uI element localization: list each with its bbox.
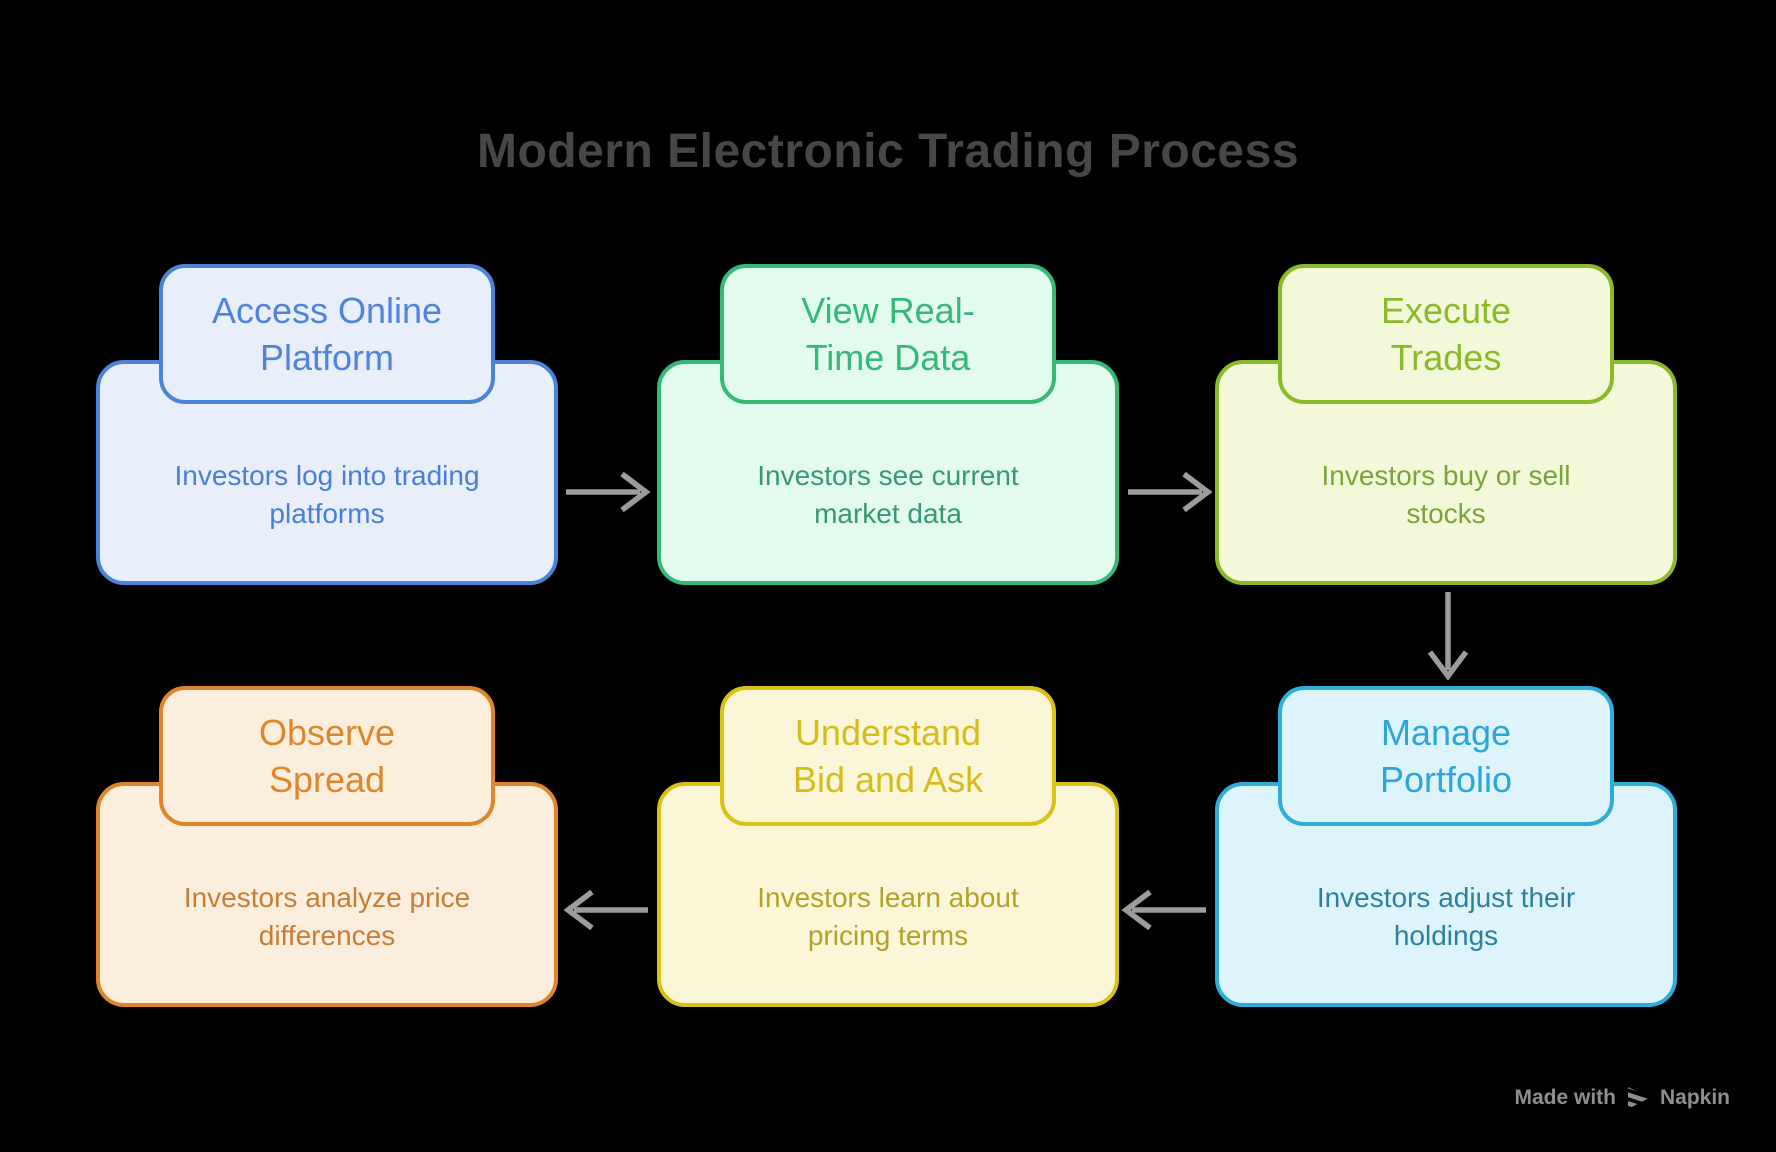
arrow-right-icon-access-to-view (566, 471, 651, 513)
node-description: Investors adjust their holdings (1316, 881, 1576, 951)
watermark-brand: Napkin (1659, 1086, 1730, 1109)
node-title: View Real- Time Data (801, 290, 975, 378)
node-manage-portfolio-header: Manage Portfolio (1278, 686, 1614, 826)
node-description: Investors see current market data (757, 459, 1019, 529)
node-access-online-platform: Investors log into trading platforms Acc… (96, 264, 558, 585)
node-title: Execute Trades (1380, 290, 1512, 378)
node-execute-trades-header: Execute Trades (1278, 264, 1614, 404)
node-understand-bid-and-ask: Investors learn about pricing terms Unde… (657, 686, 1119, 1007)
node-view-real-time-data-header: View Real- Time Data (720, 264, 1056, 404)
node-view-real-time-data: Investors see current market data View R… (657, 264, 1119, 585)
node-understand-bid-and-ask-header: Understand Bid and Ask (720, 686, 1056, 826)
node-manage-portfolio: Investors adjust their holdings Manage P… (1215, 686, 1677, 1007)
napkin-logo-icon (1625, 1085, 1651, 1111)
arrow-left-icon-manage-to-understand (1121, 889, 1206, 931)
node-title: Observe Spread (258, 712, 396, 800)
node-description: Investors buy or sell stocks (1321, 459, 1571, 529)
node-title: Understand Bid and Ask (792, 712, 984, 800)
node-description: Investors learn about pricing terms (757, 881, 1019, 951)
node-title: Manage Portfolio (1379, 712, 1513, 800)
node-observe-spread: Investors analyze price differences Obse… (96, 686, 558, 1007)
page-title: Modern Electronic Trading Process (476, 125, 1300, 179)
watermark: Made with Napkin (1514, 1085, 1730, 1111)
node-title: Access Online Platform (211, 290, 443, 378)
node-description: Investors analyze price differences (183, 881, 471, 951)
arrow-right-icon-view-to-execute (1128, 471, 1213, 513)
node-description: Investors log into trading platforms (174, 459, 480, 529)
node-execute-trades: Investors buy or sell stocks Execute Tra… (1215, 264, 1677, 585)
watermark-prefix: Made with (1514, 1086, 1616, 1109)
node-access-online-platform-header: Access Online Platform (159, 264, 495, 404)
node-observe-spread-header: Observe Spread (159, 686, 495, 826)
arrow-down-icon-execute-to-manage (1427, 592, 1469, 681)
arrow-left-icon-understand-to-observe (563, 889, 648, 931)
